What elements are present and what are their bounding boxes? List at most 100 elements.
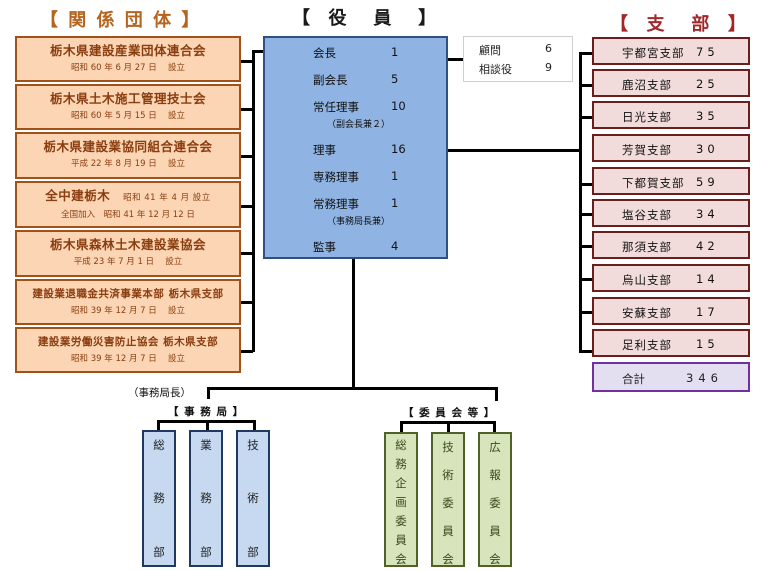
connector-line (241, 155, 253, 158)
branch-count: 15 (696, 337, 719, 351)
advisors-box: 顧問 6 相談役 9 (463, 36, 573, 82)
branch-box: 下都賀支部 59 (592, 167, 750, 195)
org-box-4: 全中建栃木 昭和 41 年 4 月 設立 全国加入 昭和 41 年 12 月 1… (15, 181, 241, 228)
connector-line (206, 420, 209, 431)
connector-line (241, 252, 253, 255)
total-box: 合計 346 (592, 362, 750, 392)
dept-box-technical: 技 術 部 (236, 430, 270, 567)
org-name: 栃木県建設産業団体連合会 (49, 43, 206, 58)
connector-line (579, 116, 592, 119)
org-box-6: 建設業退職金共済事業本部 栃木県支部 昭和 39 年 12 月 7 日 設立 (15, 279, 241, 325)
connector-line (352, 259, 355, 389)
officer-label: 会長 (313, 46, 336, 60)
branch-label: 宇都宮支部 (622, 46, 685, 60)
total-label: 合計 (622, 372, 645, 386)
officer-count: 4 (391, 239, 399, 253)
dept-char: 業 (200, 438, 212, 452)
org-name-row: 全中建栃木 昭和 41 年 4 月 設立 (17, 188, 239, 206)
officer-label: 監事 (313, 240, 336, 254)
total-count: 346 (686, 371, 723, 385)
officer-note: （副会長兼２） (327, 120, 391, 130)
branch-count: 59 (696, 175, 719, 189)
connector-line (579, 52, 592, 55)
connector-line (447, 421, 450, 433)
committee-char: 会 (442, 552, 454, 566)
org-date: 平成 22 年 8 月 19 日 設立 (71, 159, 185, 169)
branch-count: 14 (696, 272, 719, 286)
connector-line (207, 387, 210, 399)
officer-count: 10 (391, 99, 406, 113)
branch-count: 35 (696, 109, 719, 123)
advisor-row: 顧問 6 (479, 42, 569, 58)
branch-box: 烏山支部 14 (592, 264, 750, 292)
org-date: 昭和 39 年 12 月 7 日 設立 (71, 306, 185, 316)
dept-char: 務 (200, 491, 212, 505)
dept-char: 部 (247, 545, 259, 559)
connector-line (241, 60, 253, 63)
org-name: 栃木県森林土木建設業協会 (49, 237, 206, 252)
connector-line (448, 149, 581, 152)
committee-char: 委 (395, 514, 407, 528)
officer-count: 1 (391, 169, 399, 183)
branches-heading: 【 支 部 】 (610, 14, 748, 35)
officer-label: 理事 (313, 143, 336, 157)
connector-line (252, 50, 264, 53)
secretariat-head-label: （事務局長） (128, 387, 191, 399)
dept-char: 総 (153, 438, 165, 452)
org-box-7: 建設業労働災害防止協会 栃木県支部 昭和 39 年 12 月 7 日 設立 (15, 327, 241, 373)
org-date: 全国加入 昭和 41 年 12 月 12 日 (61, 210, 195, 220)
connector-line (579, 84, 592, 87)
branch-box: 那須支部 42 (592, 231, 750, 259)
branch-label: 芳賀支部 (622, 143, 672, 157)
connector-line (579, 311, 592, 314)
dept-char: 技 (247, 438, 259, 452)
org-name: 栃木県土木施工管理技士会 (49, 91, 206, 106)
connector-line (579, 183, 592, 186)
committee-char: 広 (489, 440, 501, 454)
connector-line (241, 108, 253, 111)
committee-box-pr: 広 報 委 員 会 (478, 432, 512, 567)
connector-line (579, 52, 582, 353)
branch-count: 34 (696, 207, 719, 221)
officer-label: 専務理事 (313, 170, 359, 184)
connector-line (448, 58, 463, 61)
committee-char: 総 (395, 438, 407, 452)
branch-label: 下都賀支部 (622, 176, 685, 190)
dept-char: 部 (200, 545, 212, 559)
officer-count: 5 (391, 72, 399, 86)
secretariat-title: 【 事 務 局 】 (168, 406, 245, 418)
officer-label: 副会長 (313, 73, 348, 87)
connector-line (579, 278, 592, 281)
branch-label: 足利支部 (622, 338, 672, 352)
branch-label: 塩谷支部 (622, 208, 672, 222)
committee-char: 務 (395, 457, 407, 471)
branch-label: 日光支部 (622, 110, 672, 124)
officer-label: 常任理事 (313, 100, 359, 114)
connector-line (400, 421, 403, 433)
officers-heading: 【 役 員 】 (292, 8, 439, 29)
dept-char: 部 (153, 545, 165, 559)
org-date: 昭和 39 年 12 月 7 日 設立 (71, 354, 185, 364)
branch-box: 日光支部 35 (592, 101, 750, 129)
committee-box-planning: 総 務 企 画 委 員 会 (384, 432, 418, 567)
organizations-heading: 【 関 係 団 体 】 (40, 10, 202, 31)
advisor-label: 相談役 (479, 63, 512, 76)
committee-char: 員 (395, 533, 407, 547)
branch-box: 塩谷支部 34 (592, 199, 750, 227)
connector-line (241, 350, 253, 353)
org-name: 全中建栃木 (45, 188, 111, 203)
org-name: 建設業労働災害防止協会 栃木県支部 (37, 336, 219, 348)
committee-char: 員 (489, 524, 501, 538)
committee-char: 会 (489, 552, 501, 566)
dept-char: 術 (247, 491, 259, 505)
committee-char: 術 (442, 468, 454, 482)
branch-label: 烏山支部 (622, 273, 672, 287)
org-date: 昭和 60 年 5 月 15 日 設立 (71, 111, 185, 121)
officers-box: 会長 1 副会長 5 常任理事 10 （副会長兼２） 理事 16 専務理事 1 … (263, 36, 448, 259)
committee-char: 委 (442, 496, 454, 510)
officer-count: 16 (391, 142, 406, 156)
connector-line (207, 387, 497, 390)
committee-char: 報 (489, 468, 501, 482)
committee-char: 委 (489, 496, 501, 510)
officer-label: 常務理事 (313, 197, 359, 211)
